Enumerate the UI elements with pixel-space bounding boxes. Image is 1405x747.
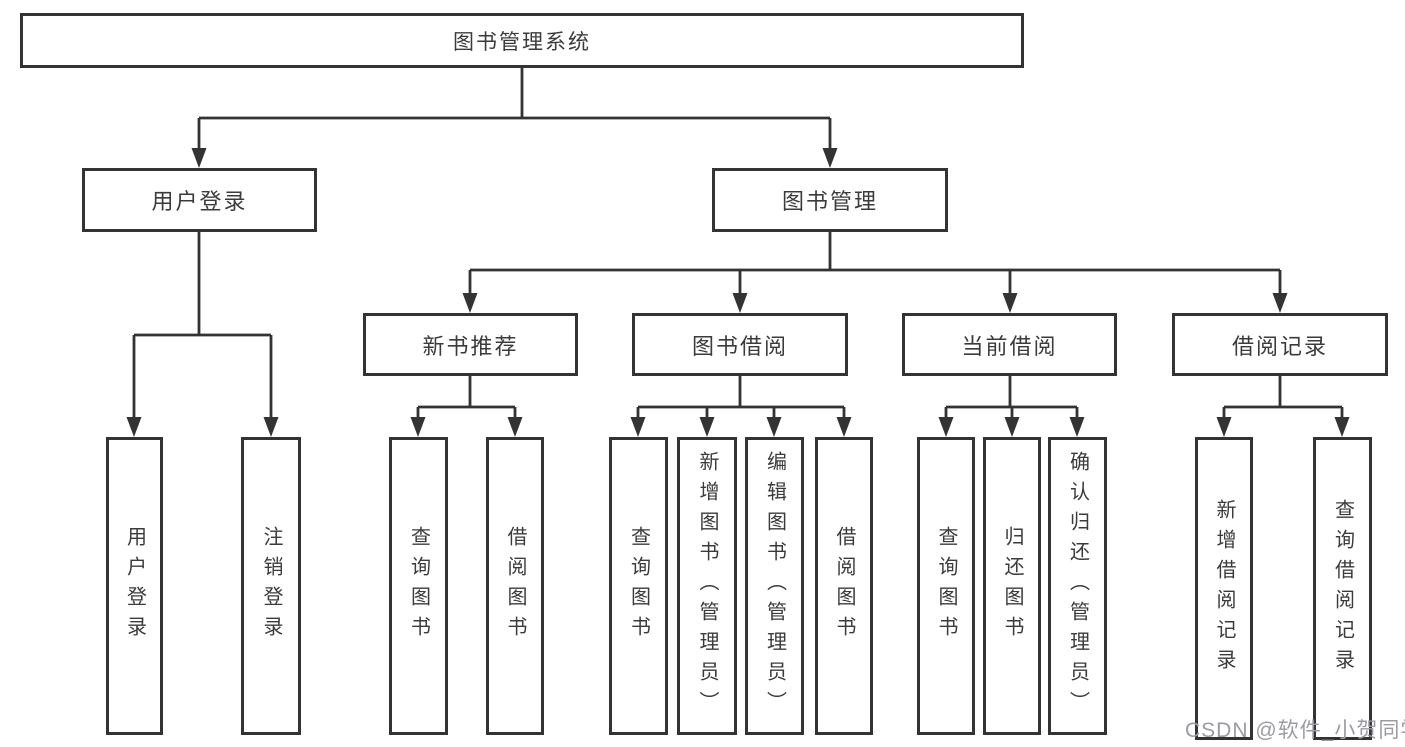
leaf-borrow-books-1: 借阅图书: [486, 437, 544, 735]
leaf-query-books-3-label: 查询图书: [935, 526, 957, 646]
leaf-add-borrow-record-label: 新增借阅记录: [1213, 498, 1235, 679]
node-user-login: 用户登录: [82, 168, 317, 232]
leaf-user-login: 用户登录: [106, 437, 163, 735]
leaf-add-borrow-record: 新增借阅记录: [1195, 437, 1253, 740]
node-book-borrowing-label: 图书借阅: [691, 333, 788, 359]
leaf-return-book-label: 归还图书: [1001, 526, 1023, 646]
leaf-borrow-books-2-label: 借阅图书: [833, 526, 855, 646]
leaf-query-books-2-label: 查询图书: [627, 526, 650, 646]
leaf-add-book-admin-label: 新增图书（管理员）: [696, 451, 718, 721]
leaf-borrow-books-1-label: 借阅图书: [504, 526, 526, 646]
leaf-confirm-return-admin: 确认归还（管理员）: [1048, 437, 1107, 735]
node-book-borrowing: 图书借阅: [632, 313, 848, 376]
csdn-watermark: CSDN @软件_小贺同学: [1185, 719, 1405, 742]
node-user-login-label: 用户登录: [151, 189, 248, 214]
leaf-query-borrow-record-label: 查询借阅记录: [1331, 498, 1354, 679]
leaf-confirm-return-admin-label: 确认归还（管理员）: [1066, 451, 1089, 721]
node-current-borrowing: 当前借阅: [902, 313, 1117, 376]
node-book-management-label: 图书管理: [781, 189, 878, 214]
leaf-user-login-label: 用户登录: [123, 526, 146, 646]
leaf-query-books-1-label: 查询图书: [407, 526, 430, 646]
leaf-query-books-2: 查询图书: [609, 437, 668, 735]
leaf-edit-book-admin-label: 编辑图书（管理员）: [763, 451, 786, 721]
leaf-query-books-3: 查询图书: [917, 437, 975, 735]
node-new-book-recommend-label: 新书推荐: [422, 333, 519, 359]
node-borrowing-records-label: 借阅记录: [1231, 333, 1328, 359]
leaf-borrow-books-2: 借阅图书: [815, 437, 873, 735]
node-root-label: 图书管理系统: [453, 30, 591, 54]
node-borrowing-records: 借阅记录: [1172, 313, 1388, 376]
leaf-query-borrow-record: 查询借阅记录: [1313, 437, 1372, 740]
leaf-add-book-admin: 新增图书（管理员）: [677, 437, 737, 735]
leaf-return-book: 归还图书: [983, 437, 1041, 735]
leaf-logout: 注销登录: [241, 437, 301, 735]
node-book-management: 图书管理: [712, 168, 948, 232]
leaf-logout-label: 注销登录: [260, 526, 282, 646]
leaf-edit-book-admin: 编辑图书（管理员）: [745, 437, 804, 735]
node-new-book-recommend: 新书推荐: [363, 313, 578, 376]
node-root: 图书管理系统: [20, 13, 1024, 68]
leaf-query-books-1: 查询图书: [389, 437, 448, 735]
node-current-borrowing-label: 当前借阅: [961, 333, 1058, 359]
